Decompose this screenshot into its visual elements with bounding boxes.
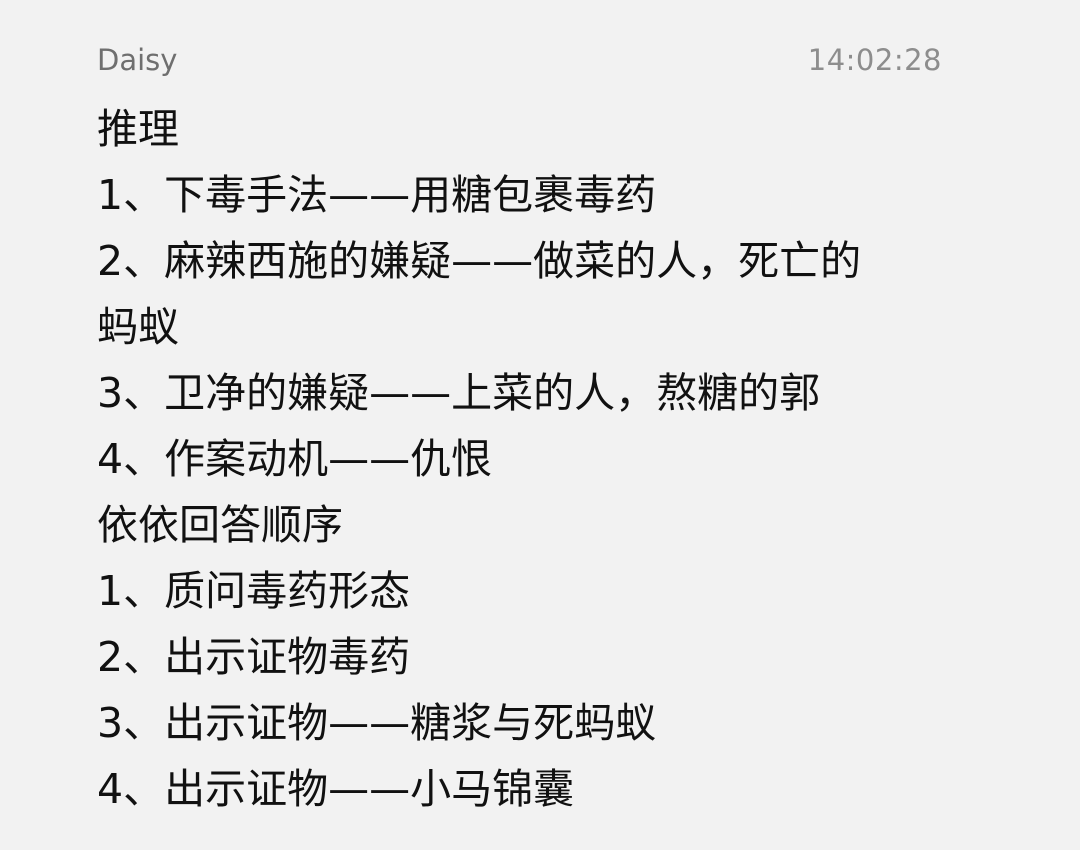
- note-line: 1、质问毒药形态: [97, 567, 411, 615]
- note-line: 蚂蚁: [97, 303, 179, 351]
- note-line-heading: 依依回答顺序: [97, 501, 343, 549]
- note-line-heading: 推理: [97, 105, 179, 153]
- note-line: 4、出示证物——小马锦囊: [97, 765, 575, 813]
- message-timestamp: 14:02:28: [807, 43, 942, 77]
- author-name: Daisy: [97, 43, 178, 77]
- note-line: 4、作案动机——仇恨: [97, 435, 493, 483]
- note-line: 1、下毒手法——用糖包裹毒药: [97, 171, 657, 219]
- note-line: 2、出示证物毒药: [97, 633, 411, 681]
- note-line: 3、卫净的嫌疑——上菜的人，熬糖的郭: [97, 369, 821, 417]
- message-body: 推理 1、下毒手法——用糖包裹毒药 2、麻辣西施的嫌疑——做菜的人，死亡的 蚂蚁…: [97, 96, 937, 822]
- note-line: 2、麻辣西施的嫌疑——做菜的人，死亡的: [97, 237, 862, 285]
- message-header: Daisy 14:02:28: [97, 38, 942, 82]
- note-line: 3、出示证物——糖浆与死蚂蚁: [97, 699, 657, 747]
